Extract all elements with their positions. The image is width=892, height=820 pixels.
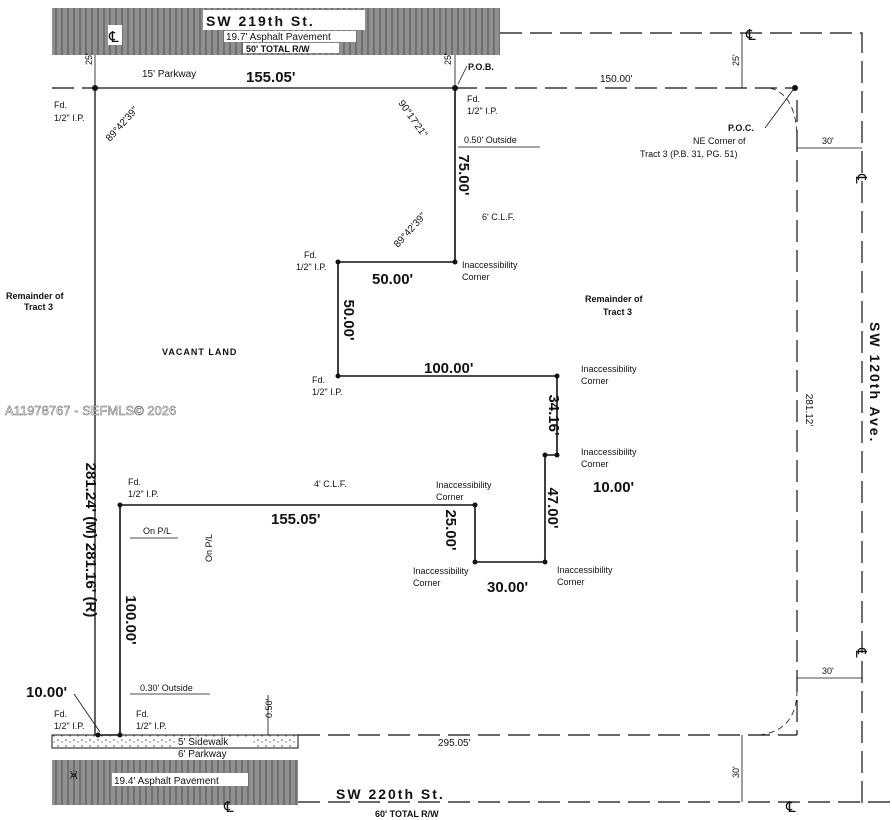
svg-text:Fd.: Fd. — [304, 250, 317, 260]
dim-bottom: 295.05' — [438, 738, 471, 749]
south-street-name: SW 220th St. — [336, 786, 445, 802]
angle-pob: 90°17'21" — [396, 98, 430, 140]
centerline-icon: ℄ — [745, 27, 756, 44]
fence-boundary — [119, 88, 558, 735]
vacant-land-label: VACANT LAND — [162, 347, 237, 357]
dim-30-ne: 30' — [822, 136, 834, 146]
pob-label: P.O.B. — [468, 62, 494, 72]
svg-text:Fd.: Fd. — [128, 477, 141, 487]
svg-text:1/2" I.P.: 1/2" I.P. — [54, 113, 85, 123]
dim-30-se: 30' — [822, 666, 834, 676]
svg-text:1/2" I.P.: 1/2" I.P. — [128, 489, 159, 499]
sidewalk-label: 5' Sidewalk — [178, 737, 229, 748]
dim-0-50: 0.50' — [264, 698, 274, 718]
dim-30-south: 30' — [731, 766, 741, 778]
dim-100-horizontal: 100.00' — [424, 360, 473, 377]
remainder-left-2: Tract 3 — [24, 302, 53, 312]
svg-text:1/2" I.P.: 1/2" I.P. — [296, 262, 327, 272]
watermark: A11978767 - SEFMLS© 2026 — [5, 403, 176, 418]
dim-10-west: 10.00' — [26, 684, 67, 701]
found-iron-pipe-labels: Fd. 1/2" I.P. Fd. 1/2" I.P. Fd. 1/2" I.P. F… — [54, 94, 498, 731]
svg-text:Inaccessibility: Inaccessibility — [581, 447, 637, 457]
dim-100-vertical: 100.00' — [122, 595, 139, 644]
remainder-right-1: Remainder of — [585, 294, 644, 304]
centerline-icon: ℄ — [223, 799, 234, 816]
angle-nw: 89°42'39" — [104, 104, 141, 144]
leader-10 — [73, 693, 101, 733]
svg-text:Inaccessibility: Inaccessibility — [413, 566, 469, 576]
dim-25: 25.00' — [442, 509, 459, 550]
remainder-left-1: Remainder of — [6, 291, 65, 301]
centerline-icon: ℄ — [785, 799, 796, 816]
dim-155-05-fence: 155.05' — [271, 511, 320, 528]
on-pl-label: On P/L — [143, 526, 171, 536]
svg-text:Corner: Corner — [557, 577, 585, 587]
svg-text:Fd.: Fd. — [54, 100, 67, 110]
dim-right: 281.12' — [803, 394, 814, 427]
centerline-icon: ℄ — [108, 29, 119, 46]
dim-top-east: 150.00' — [600, 74, 633, 85]
svg-text:Inaccessibility: Inaccessibility — [581, 364, 637, 374]
svg-text:Corner: Corner — [436, 492, 464, 502]
svg-text:Fd.: Fd. — [467, 94, 480, 104]
svg-text:Fd.: Fd. — [136, 709, 149, 719]
dim-34-16: 34.16' — [545, 394, 562, 435]
dim-left: 281.24' (M) 281.16' (R) — [82, 463, 99, 618]
svg-text:1/2" I.P.: 1/2" I.P. — [136, 721, 167, 731]
outside-030-label: 0.30' Outside — [140, 683, 193, 693]
south-street: 5' Sidewalk 6' Parkway 19.4' Asphalt Pav… — [51, 734, 892, 819]
north-street-name: SW 219th St. — [206, 13, 315, 29]
svg-text:1/2" I.P.: 1/2" I.P. — [312, 387, 343, 397]
svg-text:Inaccessibility: Inaccessibility — [462, 260, 518, 270]
dim-30: 30.00' — [487, 579, 528, 596]
north-row-label: 50' TOTAL R/W — [246, 44, 310, 54]
corner-arc-ne — [769, 87, 798, 141]
corner-markers — [92, 85, 798, 738]
dim-25-west: 25' — [84, 53, 94, 65]
on-pl-vertical-label: On P/L — [204, 534, 214, 562]
south-pavement-label: 19.4' Asphalt Pavement — [114, 776, 219, 787]
dim-30-sw: 30' — [69, 768, 79, 780]
svg-text:1/2" I.P.: 1/2" I.P. — [54, 721, 85, 731]
north-pavement-label: 19.7' Asphalt Pavement — [226, 32, 331, 43]
north-parkway-label: 15' Parkway — [142, 69, 196, 80]
dim-47: 47.00' — [544, 487, 561, 528]
svg-text:1/2" I.P.: 1/2" I.P. — [467, 106, 498, 116]
svg-text:Corner: Corner — [413, 578, 441, 588]
east-street-name: SW 120th Ave. — [867, 322, 883, 443]
svg-text:Corner: Corner — [581, 376, 609, 386]
fence-6-label: 6' C.L.F. — [482, 212, 515, 222]
svg-text:Inaccessibility: Inaccessibility — [557, 565, 613, 575]
poc-desc-2: Tract 3 (P.B. 31, PG. 51) — [640, 149, 738, 159]
outside-050-label: 0.50' Outside — [464, 135, 517, 145]
south-row-label: 60' TOTAL R/W — [375, 809, 439, 819]
dim-50-vertical: 50.00' — [340, 299, 357, 340]
svg-text:Fd.: Fd. — [312, 375, 325, 385]
dim-50-horizontal: 50.00' — [372, 271, 413, 288]
dim-25-east: 25' — [731, 54, 741, 66]
poc-desc-1: NE Corner of — [693, 136, 746, 146]
remainder-right-2: Tract 3 — [603, 307, 632, 317]
dim-25-pob: 25' — [443, 53, 453, 65]
svg-text:Inaccessibility: Inaccessibility — [436, 480, 492, 490]
corner-arc-se — [759, 689, 798, 736]
centerline-icon: ℄ — [852, 647, 869, 658]
fence-4-label: 4' C.L.F. — [314, 479, 347, 489]
centerline-icon: ℄ — [852, 173, 869, 184]
north-street: SW 219th St. 19.7' Asphalt Pavement 50' … — [52, 8, 500, 80]
row-dim-lines — [94, 33, 862, 802]
east-centerline — [500, 32, 863, 810]
south-parkway-label: 6' Parkway — [178, 749, 227, 760]
svg-text:Corner: Corner — [462, 272, 490, 282]
svg-text:Fd.: Fd. — [54, 709, 67, 719]
angle-fence: 89°42'39" — [392, 210, 429, 250]
dim-10-east: 10.00' — [593, 479, 634, 496]
poc-label: P.O.C. — [728, 123, 754, 133]
svg-text:Corner: Corner — [581, 459, 609, 469]
dim-75: 75.00' — [455, 154, 472, 195]
dim-top: 155.05' — [246, 69, 295, 86]
